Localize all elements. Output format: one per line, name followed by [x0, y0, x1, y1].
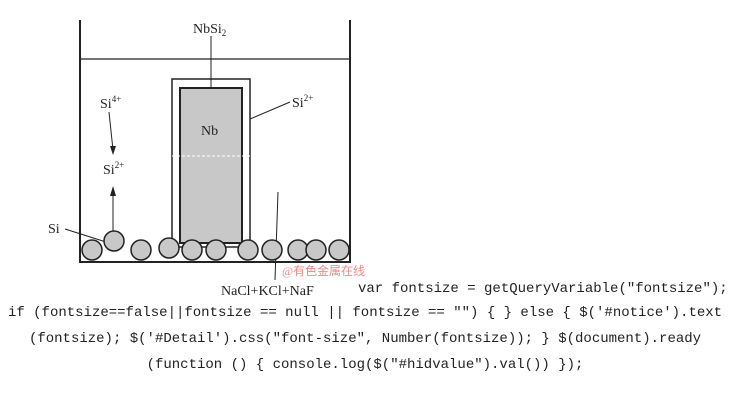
nb-substrate — [179, 87, 243, 244]
electrolysis-diagram: NbSi2 Nb Si2+ Si4+ Si2+ Si NaCl+KCl+NaF … — [48, 20, 365, 299]
leader-melt — [274, 191, 279, 281]
arrowhead-down — [110, 146, 116, 155]
label-si4: Si4+ — [100, 94, 121, 112]
si-particle — [305, 239, 327, 261]
label-si: Si — [48, 222, 60, 237]
si-particles — [81, 230, 350, 261]
code-line-4: (function () { console.log($("#hidvalue"… — [146, 357, 584, 373]
si-particle — [237, 239, 259, 261]
leader-si2-right — [249, 101, 291, 120]
si-particle — [158, 237, 180, 259]
si-particle — [181, 239, 203, 261]
crucible — [79, 20, 351, 263]
label-nbsi2: NbSi2 — [193, 22, 226, 38]
label-si2-right: Si2+ — [292, 93, 313, 111]
si-particle — [205, 239, 227, 261]
label-melt: NaCl+KCl+NaF — [221, 284, 314, 299]
code-line-3: (fontsize); $('#Detail').css("font-size"… — [28, 331, 702, 347]
si-particle — [103, 230, 125, 252]
leader-si — [64, 228, 107, 243]
si-particle — [261, 239, 283, 261]
label-nb: Nb — [201, 124, 218, 139]
si-particle — [287, 239, 309, 261]
si-particle — [328, 239, 350, 261]
watermark: @有色金属在线 — [282, 263, 365, 278]
si-particle — [130, 239, 152, 261]
label-si2-left: Si2+ — [103, 160, 124, 178]
si-particle — [81, 239, 103, 261]
arrowhead-up — [110, 186, 116, 196]
code-line-2: if (fontsize==false||fontsize == null ||… — [7, 305, 723, 321]
arrow-si4-to-si2 — [108, 111, 114, 151]
code-line-1: var fontsize = getQueryVariable("fontsiz… — [358, 281, 728, 297]
